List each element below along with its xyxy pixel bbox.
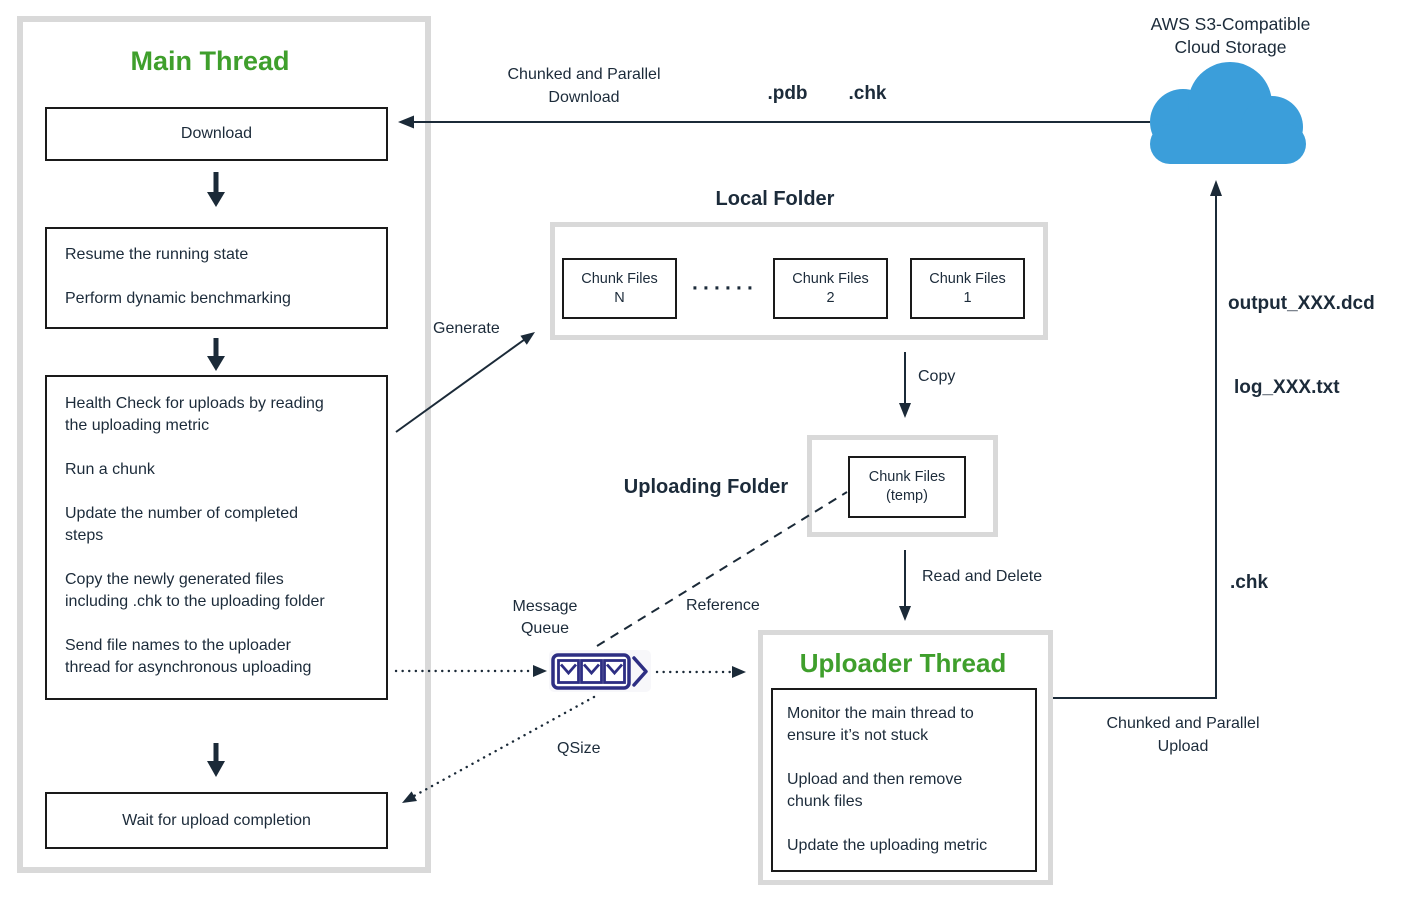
- wait-upload-box: Wait for upload completion: [45, 792, 388, 849]
- send-file-names-task: Send file names to the uploader thread f…: [65, 637, 312, 676]
- output-dcd-label: output_XXX.dcd: [1228, 293, 1375, 314]
- chunk-files-1-box: Chunk Files 1: [910, 258, 1025, 319]
- pdb-file-label: .pdb: [767, 83, 808, 104]
- resume-line: Resume the running state: [65, 246, 249, 263]
- arrow-chunked-download: [398, 115, 1150, 129]
- upload-remove-task: Upload and then remove chunk files: [787, 771, 963, 810]
- update-metric-task: Update the uploading metric: [787, 837, 988, 854]
- arrow-copy: [899, 352, 911, 418]
- copy-edge-label: Copy: [918, 368, 956, 385]
- qsize-edge-label: QSize: [557, 740, 601, 757]
- copy-files-task: Copy the newly generated files including…: [65, 571, 325, 610]
- uploading-folder-title: Uploading Folder: [623, 476, 789, 498]
- chunk-files-temp-box: Chunk Files (temp): [848, 456, 966, 518]
- chunk-files-n-box: Chunk Files N: [562, 258, 677, 319]
- message-queue-label: Message Queue: [512, 598, 578, 637]
- read-delete-edge-label: Read and Delete: [922, 568, 1043, 585]
- uploader-thread-title: Uploader Thread: [799, 648, 1007, 678]
- queue-chevron-icon: [632, 656, 648, 687]
- wait-upload-label: Wait for upload completion: [122, 811, 311, 829]
- chunk-files-ellipsis: ······: [692, 276, 758, 300]
- chk-upload-label: .chk: [1230, 572, 1269, 593]
- monitor-task: Monitor the main thread to ensure it’s n…: [787, 705, 974, 744]
- uploader-tasks-box: Monitor the main thread to ensure it’s n…: [771, 688, 1037, 872]
- arrow-dotted-queue-to-uploader: [655, 666, 746, 678]
- upload-edge-label: Chunked and Parallel Upload: [1106, 715, 1260, 755]
- log-txt-label: log_XXX.txt: [1234, 377, 1340, 398]
- envelope-icons: [557, 659, 626, 684]
- reference-edge-label: Reference: [686, 597, 760, 614]
- generate-edge-label: Generate: [433, 320, 500, 337]
- update-steps-task: Update the number of completed steps: [65, 505, 299, 544]
- health-check-box: Health Check for uploads by reading the …: [45, 375, 388, 700]
- arrow-read-delete: [899, 550, 911, 621]
- message-queue-icon: [549, 650, 651, 692]
- arrow-chunked-upload: [1053, 180, 1222, 699]
- chk-file-label: .chk: [848, 83, 887, 104]
- download-box-label: Download: [180, 125, 253, 142]
- cloud-storage-label: AWS S3-Compatible Cloud Storage: [1150, 14, 1311, 57]
- download-edge-label: Chunked and Parallel Download: [507, 66, 661, 106]
- local-folder-title: Local Folder: [715, 188, 835, 210]
- chunk-files-2-box: Chunk Files 2: [773, 258, 888, 319]
- resume-benchmark-box: Resume the running state Perform dynamic…: [45, 227, 388, 329]
- download-box: Download: [45, 107, 388, 161]
- benchmark-line: Perform dynamic benchmarking: [65, 290, 291, 307]
- cloud-icon: [1150, 62, 1306, 164]
- main-thread-title: Main Thread: [130, 46, 290, 76]
- health-check-task: Health Check for uploads by reading the …: [65, 395, 324, 434]
- run-chunk-task: Run a chunk: [65, 461, 155, 478]
